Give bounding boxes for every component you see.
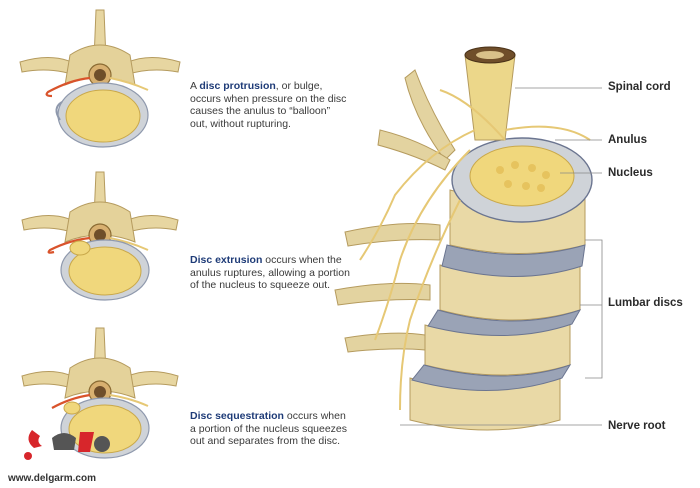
caption-sequestration-term: Disc sequestration [190, 410, 284, 422]
caption-extrusion: Disc extrusion occurs when the anulus ru… [190, 254, 350, 292]
label-nerve-root: Nerve root [608, 420, 666, 432]
caption-protrusion-text: , or bulge, occurs when pressure on the … [190, 80, 347, 130]
label-anulus: Anulus [608, 134, 647, 146]
caption-extrusion-term: Disc extrusion [190, 254, 263, 266]
caption-protrusion-term: disc protrusion [199, 80, 276, 92]
label-spinal-cord: Spinal cord [608, 81, 671, 93]
caption-sequestration: Disc sequestration occurs when a portion… [190, 410, 350, 448]
label-lumbar-discs: Lumbar discs [608, 297, 683, 309]
caption-extrusion-text: occurs when the anulus ruptures, allowin… [190, 254, 350, 291]
vertebra-sequestration-illustration [21, 327, 179, 459]
lumbar-spine-illustration [334, 46, 603, 431]
vertebra-extrusion-illustration [21, 171, 179, 301]
watermark-site: www.delgarm.com [8, 473, 96, 484]
vertebra-protrusion-illustration [19, 9, 181, 148]
caption-sequestration-text: occurs when a portion of the nucleus squ… [190, 410, 348, 447]
caption-protrusion-pre: A [190, 80, 200, 92]
delgarm-logo [24, 430, 110, 460]
label-nucleus: Nucleus [608, 167, 653, 179]
caption-protrusion: A disc protrusion, or bulge, occurs when… [190, 80, 350, 130]
